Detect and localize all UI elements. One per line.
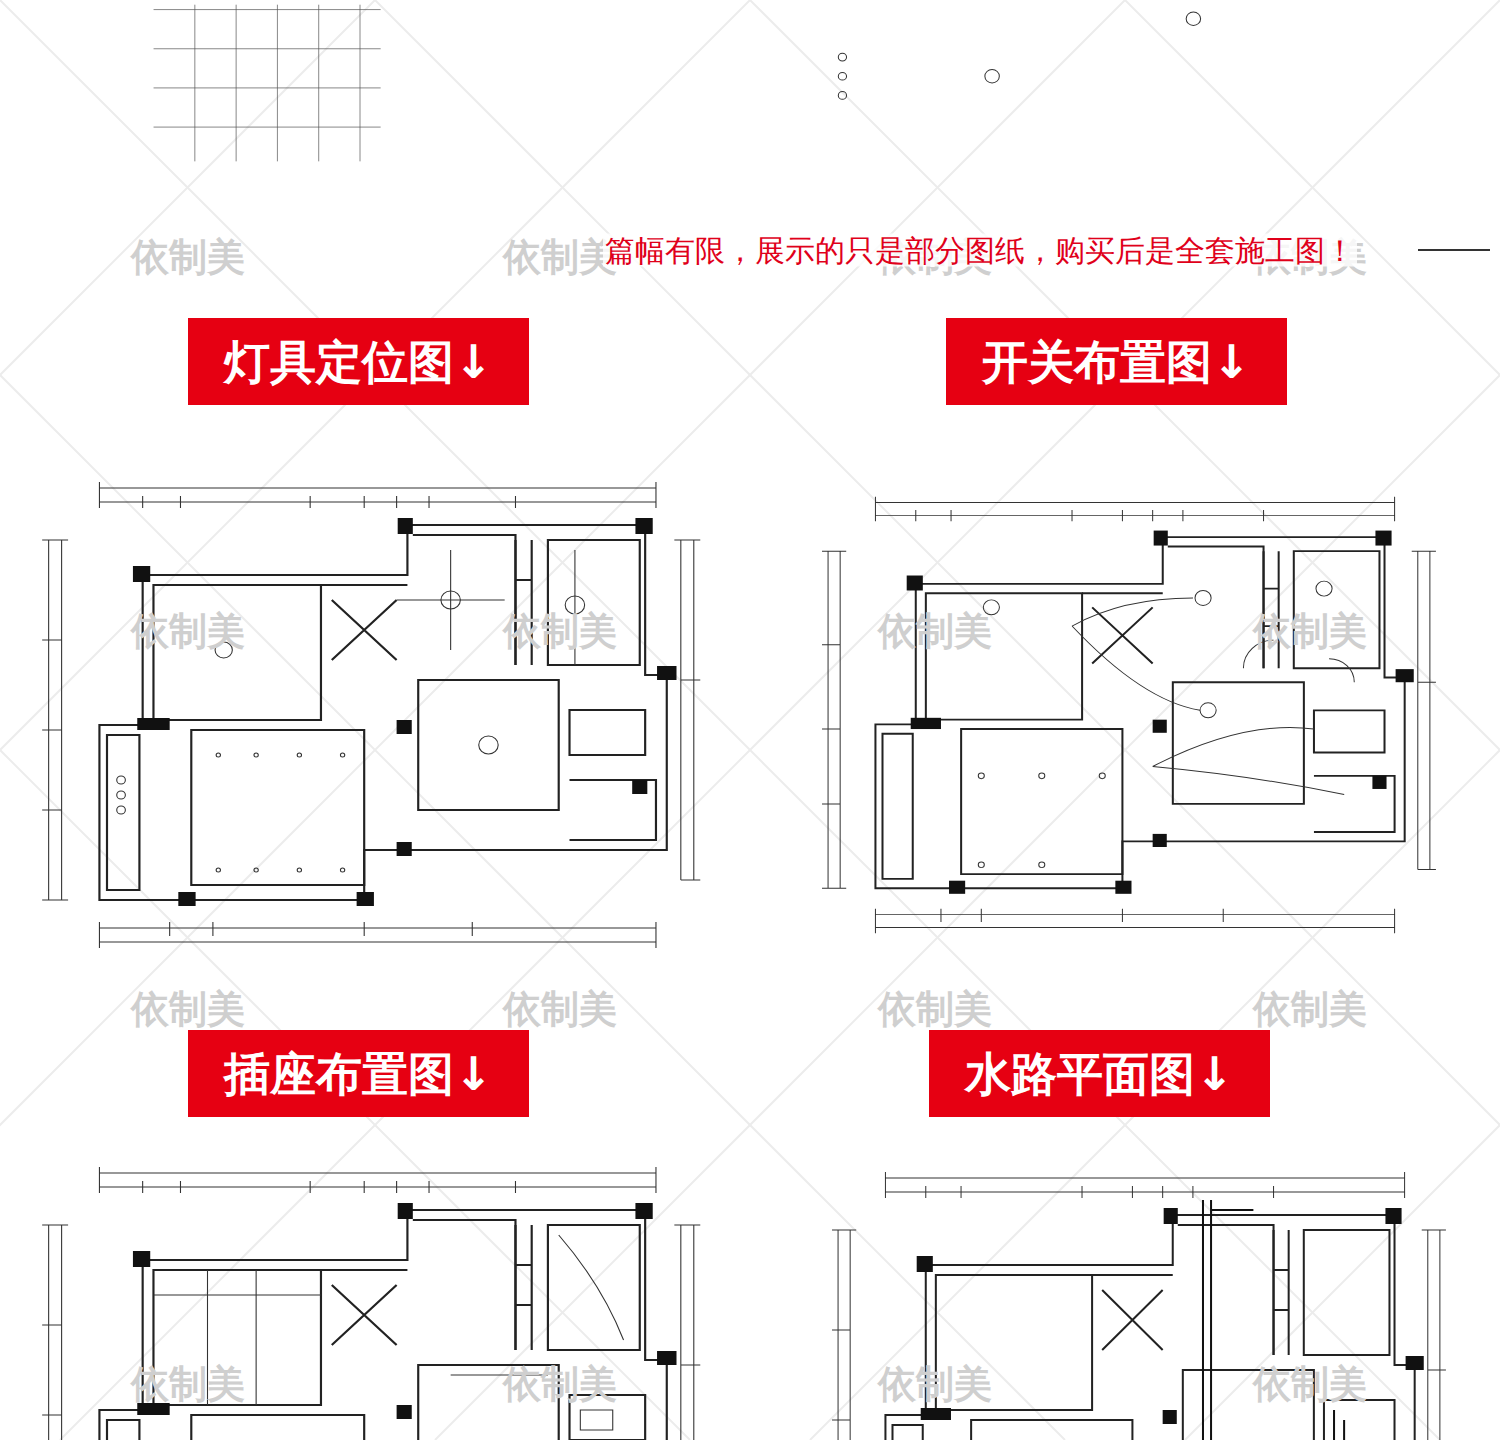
- notice-text: 篇幅有限，展示的只是部分图纸，购买后是全套施工图！: [603, 234, 1357, 267]
- title-banner: 开关布置图↓: [946, 318, 1287, 405]
- watermark: 依制美: [131, 611, 245, 653]
- ceiling-fixtures: [838, 12, 1200, 99]
- drawing-title-underline: [1418, 249, 1490, 251]
- banner-title: 水路平面图↓: [965, 1051, 1234, 1097]
- watermark: 依制美: [1253, 611, 1367, 653]
- watermark: 依制美: [878, 1364, 992, 1406]
- watermark: 依制美: [131, 1364, 245, 1406]
- watermark: 依制美: [878, 611, 992, 653]
- switch-plan: [822, 497, 1436, 933]
- watermark: 依制美: [1253, 989, 1367, 1031]
- watermark: 依制美: [878, 989, 992, 1031]
- banner-title: 插座布置图↓: [224, 1051, 493, 1097]
- ceiling-plan: [154, 0, 519, 161]
- watermark: 依制美: [1253, 1364, 1367, 1406]
- title-banner: 插座布置图↓: [188, 1030, 529, 1117]
- ceiling-grid: [154, 5, 381, 162]
- watermark: 依制美: [503, 1364, 617, 1406]
- watermark: 依制美: [503, 989, 617, 1031]
- lighting-plan: [42, 482, 700, 948]
- banner-title: 灯具定位图↓: [224, 339, 493, 385]
- title-banner: 灯具定位图↓: [188, 318, 529, 405]
- socket-plan: [42, 1167, 700, 1440]
- lamp-symbols: [117, 550, 585, 872]
- water-pipes: [1203, 1200, 1374, 1440]
- water-plan: [832, 1172, 1446, 1440]
- watermark: 依制美: [131, 989, 245, 1031]
- watermark: 依制美: [503, 611, 617, 653]
- banner-title: 开关布置图↓: [982, 339, 1251, 385]
- watermark: 依制美: [503, 237, 617, 279]
- title-banner: 水路平面图↓: [929, 1030, 1270, 1117]
- watermark: 依制美: [131, 237, 245, 279]
- ceiling-layout-plan: [838, 0, 1243, 99]
